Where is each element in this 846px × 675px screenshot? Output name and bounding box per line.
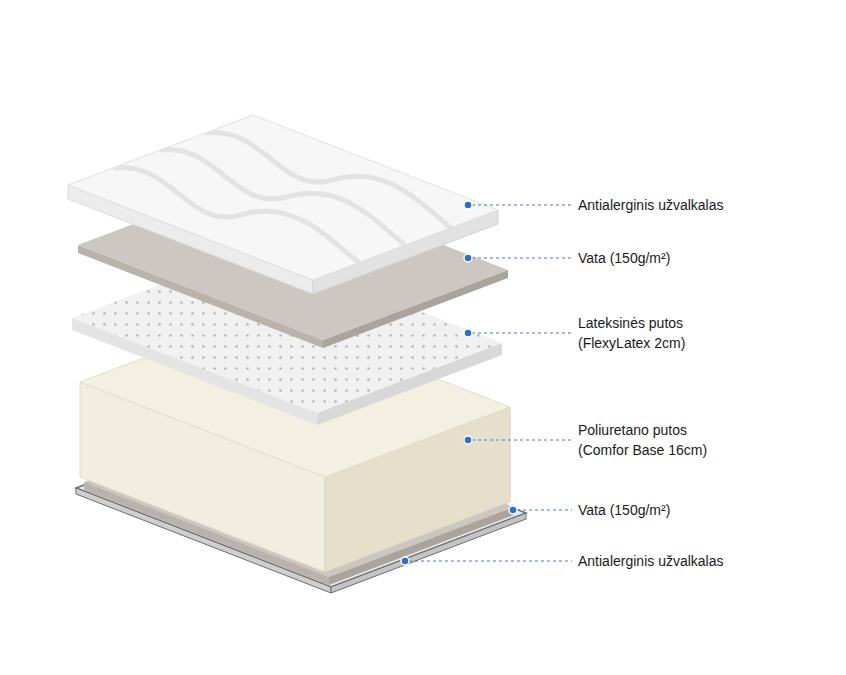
- top-cover: [68, 115, 498, 294]
- leader-line: [472, 440, 572, 441]
- top-cover-top: [68, 115, 498, 280]
- layer-label: Vata (150g/m²): [578, 500, 670, 520]
- leader-line: [472, 205, 572, 206]
- leader-dot: [464, 254, 472, 262]
- leader-line: [472, 258, 572, 259]
- layer-label: Poliuretano putos (Comfor Base 16cm): [578, 420, 718, 460]
- leader-dot: [401, 557, 409, 565]
- leader-dot: [509, 506, 517, 514]
- leader-line: [517, 510, 572, 511]
- leader-dots: [401, 201, 517, 565]
- leader-dot: [464, 329, 472, 337]
- leader-dot: [464, 436, 472, 444]
- layer-label: Antialerginis užvalkalas: [578, 195, 724, 215]
- quilting-wave: [160, 149, 405, 245]
- layer-label: Antialerginis užvalkalas: [578, 551, 724, 571]
- leader-line: [409, 561, 572, 562]
- quilting-wave: [206, 132, 451, 228]
- layer-label: Vata (150g/m²): [578, 248, 670, 268]
- leader-lines: [409, 205, 572, 561]
- leader-line: [472, 333, 572, 334]
- leader-dot: [464, 201, 472, 209]
- quilting-waves: [114, 132, 451, 263]
- layer-label: Lateksinės putos (FlexyLatex 2cm): [578, 313, 713, 353]
